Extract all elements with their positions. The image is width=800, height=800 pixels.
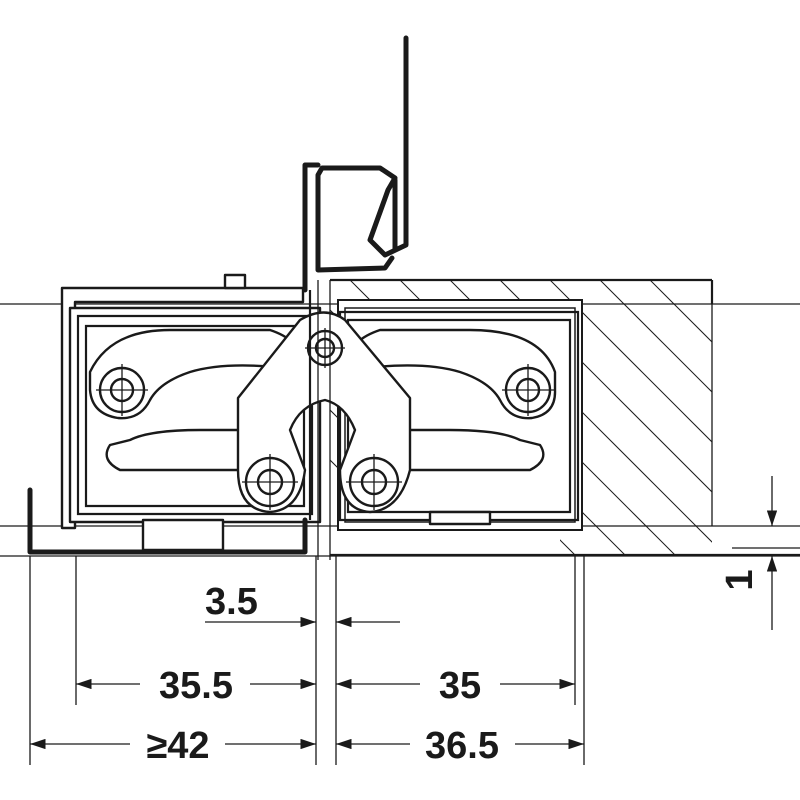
pin-upper-left xyxy=(96,364,148,416)
dimension-door-depth-label: 35 xyxy=(439,665,481,707)
dimension-min-frame-width: ≥42 xyxy=(30,725,316,767)
dimension-frame-depth-label: 35.5 xyxy=(159,665,233,707)
dimension-frame-depth: 35.5 xyxy=(76,665,316,707)
dimension-gap: 3.5 xyxy=(205,581,400,628)
dimension-door-width-label: 36.5 xyxy=(425,725,499,767)
pivot-pins xyxy=(96,328,554,510)
dimension-gap-label: 3.5 xyxy=(205,581,258,623)
pin-lower-right xyxy=(346,454,402,510)
dimension-min-frame-width-label: ≥42 xyxy=(146,725,209,767)
extension-lines xyxy=(29,556,585,765)
frame-profile xyxy=(27,487,308,555)
pin-lower-left xyxy=(242,454,298,510)
dimension-offset-label: 1 xyxy=(719,569,761,590)
door-leaf-profile xyxy=(302,35,409,560)
pin-upper-right xyxy=(502,364,554,416)
dimension-door-width: 36.5 xyxy=(336,725,584,767)
dimension-door-depth: 35 xyxy=(336,665,575,707)
dimension-offset: 1 xyxy=(719,476,800,630)
